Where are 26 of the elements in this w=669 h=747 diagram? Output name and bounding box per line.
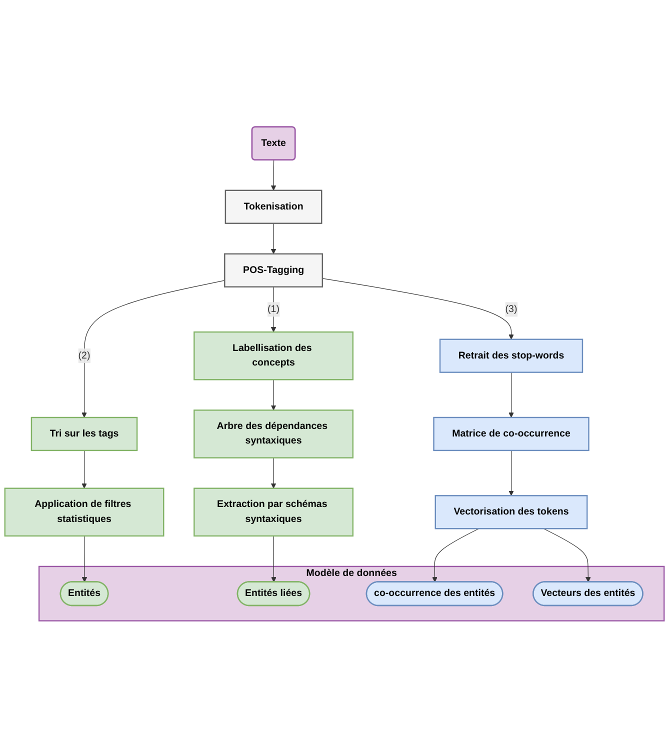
arrow [270,379,276,410]
node-box: Retrait des stop-words [439,338,584,373]
node-box: POS-Tagging [224,252,324,288]
node-box: Matrice de co-occurrence [433,416,590,451]
edge-label: (1) [268,304,280,314]
arrow [271,535,276,582]
arrow [508,372,514,418]
node-box: Arbre des dépendances syntaxiques [194,409,354,458]
arrow [432,528,480,582]
arrow [543,528,591,582]
edge-label: (2) [78,350,90,360]
arrow [270,457,276,488]
arrow [270,160,276,190]
arrow [82,450,87,488]
arrow [82,535,88,582]
arrow [508,450,514,496]
node-box: Labellisation des concepts [194,331,354,380]
arrow [82,280,225,418]
node-box: Tokenisation [224,189,322,224]
edge-label: (3) [505,304,518,314]
node-box: Extraction par schémas syntaxiques [194,487,354,536]
arrow [270,222,276,254]
node-box: Vectorisation des tokens [434,494,588,529]
node-box: Tri sur les tags [30,416,138,451]
arrow [322,278,514,340]
node-box: Application de filtres statistiques [4,487,164,536]
